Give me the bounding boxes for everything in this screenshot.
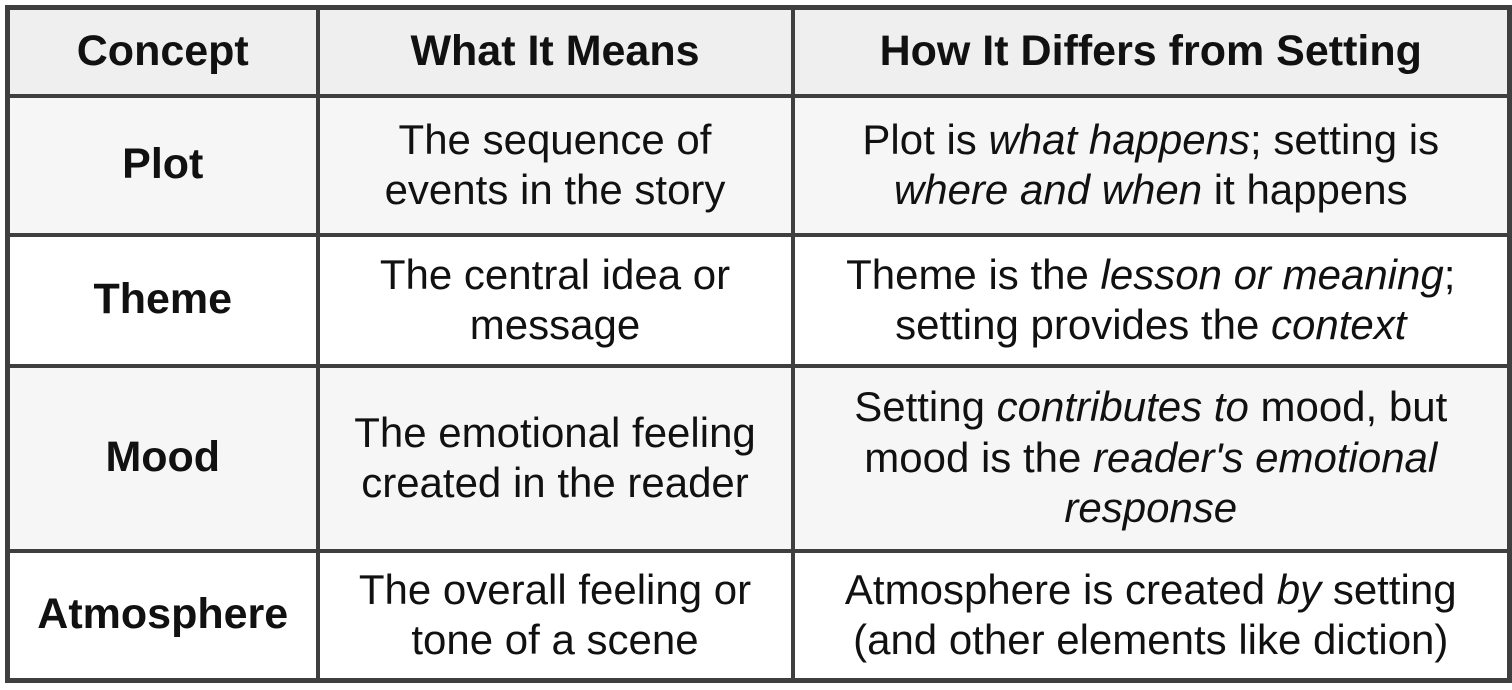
- column-header-concept: Concept: [5, 5, 320, 98]
- meaning-cell: The overall feeling or tone of a scene: [315, 548, 795, 683]
- difference-emphasis: reader's emotional response: [1064, 433, 1438, 532]
- difference-text: it happens: [1202, 166, 1408, 213]
- meaning-cell: The central idea or message: [315, 232, 795, 368]
- concept-cell: Plot: [5, 93, 320, 237]
- difference-emphasis: where and when: [893, 166, 1203, 213]
- difference-text: ; setting provides the: [895, 250, 1456, 348]
- difference-emphasis: contributes to: [996, 383, 1249, 431]
- header-row: Concept What It Means How It Differs fro…: [5, 5, 1512, 98]
- difference-text: mood, but mood is the: [864, 383, 1448, 481]
- difference-cell: Plot is what happens; setting is where a…: [790, 93, 1512, 237]
- concept-cell: Mood: [5, 363, 320, 553]
- difference-text: Setting: [854, 383, 997, 431]
- column-header-how-it-differs: How It Differs from Setting: [790, 5, 1512, 98]
- meaning-cell: The emotional feeling created in the rea…: [315, 363, 795, 553]
- difference-text: Atmosphere is created: [844, 565, 1277, 613]
- difference-text: Plot is: [862, 115, 989, 163]
- difference-emphasis: by: [1276, 565, 1322, 613]
- difference-cell: Theme is the lesson or meaning; setting …: [790, 232, 1512, 368]
- difference-text: setting (and other elements like diction…: [853, 565, 1457, 664]
- concept-cell: Theme: [5, 232, 320, 368]
- difference-text: Theme is the: [846, 250, 1101, 298]
- concept-cell: Atmosphere: [5, 548, 320, 683]
- concept-setting-table: Concept What It Means How It Differs fro…: [5, 5, 1512, 683]
- difference-cell: Setting contributes to mood, but mood is…: [790, 363, 1512, 553]
- difference-text: ; setting is: [1250, 115, 1440, 163]
- difference-emphasis: context: [1270, 301, 1407, 348]
- column-header-what-it-means: What It Means: [315, 5, 795, 98]
- difference-cell: Atmosphere is created by setting (and ot…: [790, 548, 1512, 683]
- meaning-cell: The sequence of events in the story: [315, 93, 795, 237]
- difference-emphasis: what happens: [988, 115, 1250, 163]
- difference-emphasis: lesson or meaning: [1100, 250, 1444, 298]
